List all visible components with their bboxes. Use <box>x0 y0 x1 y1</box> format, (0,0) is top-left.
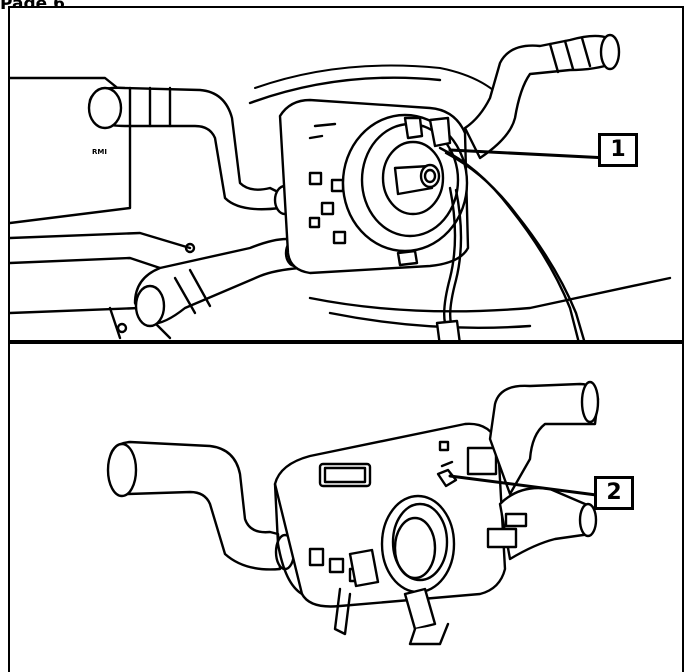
callout-label-1: 1 <box>598 133 638 167</box>
rmi-mark: RMI <box>92 148 107 156</box>
figure-panel-top: RMI <box>8 6 684 345</box>
steering-column-switch-removed-illustration <box>106 380 606 646</box>
callout-label-2: 2 <box>594 476 634 510</box>
steering-column-switch-installed-illustration <box>10 33 672 343</box>
figure-panel-bottom <box>8 342 684 672</box>
